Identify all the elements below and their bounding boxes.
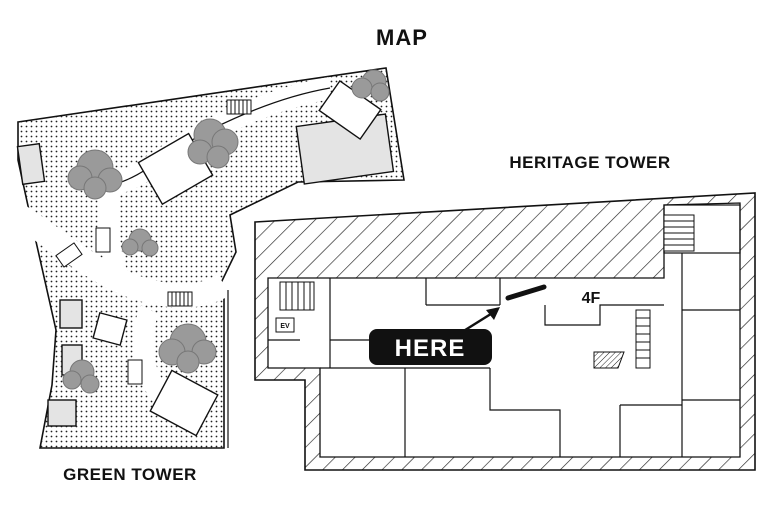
stairs-icon — [279, 214, 695, 369]
elevator-icon — [275, 317, 295, 333]
tree-icon — [62, 69, 390, 394]
green-tower-label: GREEN TOWER — [63, 465, 197, 484]
you-are-here-marker — [505, 284, 547, 301]
elevator-label: EV — [280, 323, 290, 330]
arrow-icon — [461, 307, 500, 334]
floor-label: 4F — [582, 290, 601, 307]
stairs-icon — [55, 99, 252, 385]
here-badge — [369, 329, 492, 365]
small-building — [149, 369, 219, 437]
heritage-tower-floorplan: EV 4F HERE — [254, 192, 756, 471]
here-label: HERE — [395, 335, 466, 362]
map-title: MAP — [376, 25, 428, 50]
heritage-tower-label: HERITAGE TOWER — [509, 153, 670, 172]
green-tower-grounds — [11, 67, 405, 449]
